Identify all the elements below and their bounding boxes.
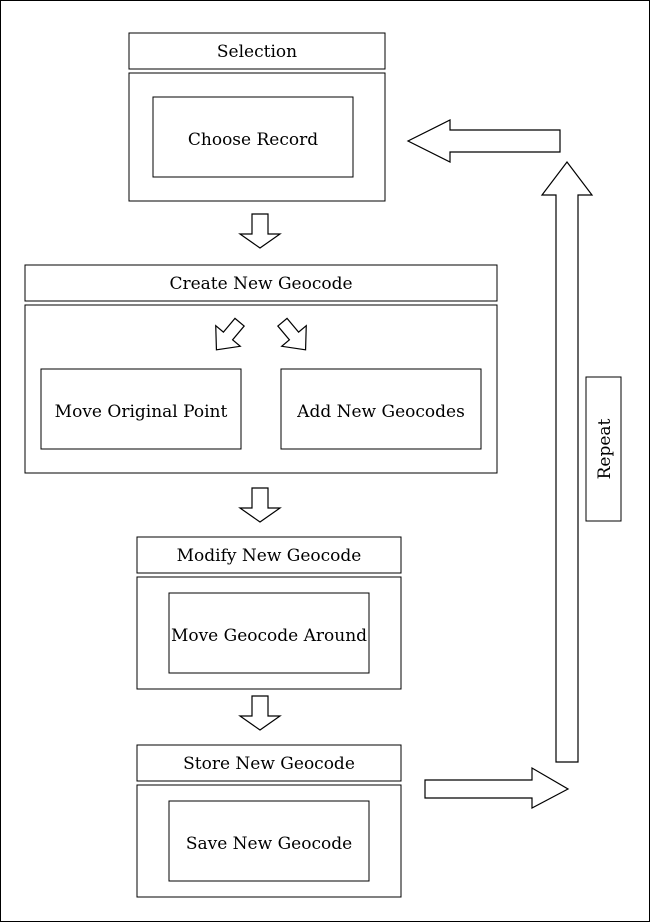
save-new-geocode-box — [168, 800, 370, 882]
store-title: Store New Geocode — [183, 754, 355, 774]
move-original-point-label: Move Original Point — [55, 402, 228, 422]
create-title: Create New Geocode — [169, 274, 352, 294]
down-arrow-1 — [238, 213, 282, 249]
add-new-geocodes-label: Add New Geocodes — [296, 402, 465, 422]
selection-title: Selection — [217, 42, 297, 62]
save-new-geocode-label: Save New Geocode — [186, 834, 352, 854]
move-original-point-box — [40, 368, 242, 450]
selection-title-box — [128, 32, 386, 70]
loop-arrow-up — [540, 161, 594, 763]
move-geocode-around-label: Move Geocode Around — [171, 626, 367, 646]
move-geocode-around-box — [168, 592, 370, 674]
loop-arrow-right — [424, 766, 570, 809]
add-new-geocodes-box — [280, 368, 482, 450]
loop-arrow-left — [406, 119, 561, 163]
create-title-box — [24, 264, 498, 302]
choose-record-box — [152, 96, 354, 178]
modify-title: Modify New Geocode — [177, 546, 362, 566]
down-arrow-3 — [238, 695, 282, 731]
down-arrow-2 — [238, 487, 282, 523]
store-title-box — [136, 744, 402, 782]
repeat-box — [585, 376, 622, 522]
split-arrow-left — [215, 317, 246, 351]
choose-record-label: Choose Record — [188, 130, 318, 150]
modify-title-box — [136, 536, 402, 574]
split-arrow-right — [276, 317, 307, 351]
repeat-label: Repeat — [595, 418, 615, 479]
